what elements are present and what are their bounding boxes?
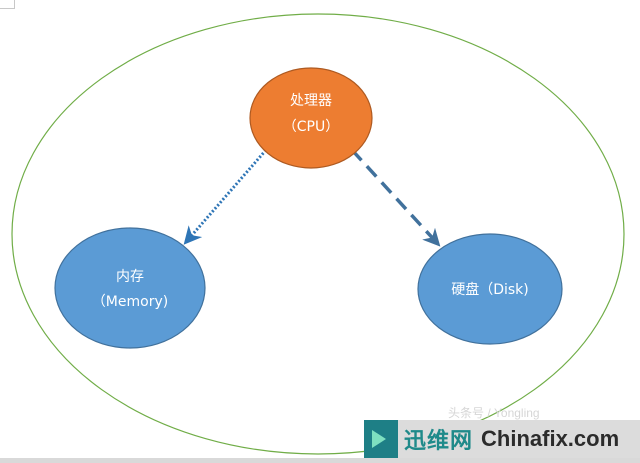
- cpu-to-disk-arrow: [350, 148, 441, 247]
- system-boundary-ellipse: [11, 13, 625, 455]
- chinafix-watermark: 迅维网 Chinafix.com: [364, 420, 640, 458]
- cpu-node: 处理器 （CPU）: [249, 67, 373, 169]
- faint-watermark-text: 头条号 / Yongling: [448, 406, 540, 420]
- disk-node: 硬盘（Disk): [417, 233, 563, 345]
- cpu-node-sublabel: （CPU）: [283, 119, 339, 135]
- watermark-brand: 迅维网: [404, 429, 474, 454]
- memory-node-label: 内存: [116, 269, 144, 285]
- watermark-site: Chinafix.com: [481, 426, 620, 451]
- bottom-strip: [0, 458, 640, 463]
- cpu-node-label: 处理器: [290, 93, 332, 109]
- page-corner-mark: [0, 0, 15, 9]
- cpu-to-memory-arrow: [183, 149, 268, 245]
- disk-node-label: 硬盘（Disk): [451, 281, 529, 298]
- memory-node-sublabel: （Memory): [92, 294, 168, 310]
- play-arrow-logo-icon: [364, 420, 398, 458]
- memory-node: 内存 （Memory): [54, 227, 206, 349]
